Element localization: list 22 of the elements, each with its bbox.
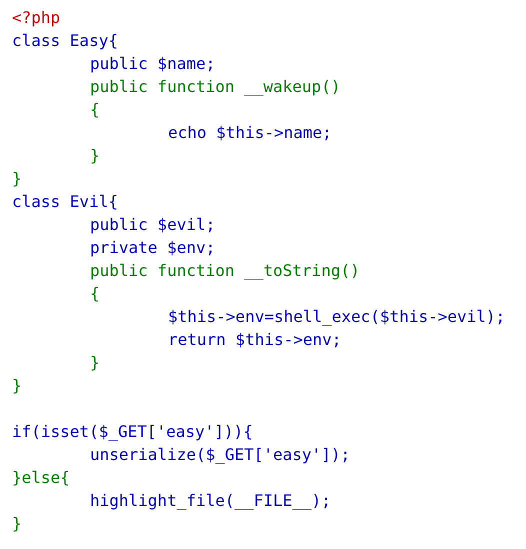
code-line: if(isset($_GET['easy'])){ xyxy=(12,422,253,442)
code-line: class Evil{ xyxy=(12,192,118,212)
code-line: } xyxy=(90,146,100,166)
code-line: public function __toString() xyxy=(90,261,360,281)
code-line: return $this->env; xyxy=(168,330,342,350)
code-line: { xyxy=(90,100,100,120)
code-line: private $env; xyxy=(90,238,216,258)
code-line: } xyxy=(12,376,22,396)
code-line: public function __wakeup() xyxy=(90,77,340,97)
code-line: } xyxy=(90,353,100,373)
code-line: { xyxy=(90,284,100,304)
code-line: $this->env=shell_exec($this->evil); xyxy=(168,307,506,327)
code-line: highlight_file(__FILE__); xyxy=(90,491,331,511)
code-line: } xyxy=(12,169,22,189)
code-line: echo $this->name; xyxy=(168,123,332,143)
code-line: <?php xyxy=(12,8,60,28)
code-line: class Easy{ xyxy=(12,31,118,51)
code-line: }else{ xyxy=(12,468,70,488)
code-line: public $evil; xyxy=(90,215,216,235)
code-line: unserialize($_GET['easy']); xyxy=(90,445,350,465)
code-line: } xyxy=(12,514,22,534)
code-line: public $name; xyxy=(90,54,216,74)
